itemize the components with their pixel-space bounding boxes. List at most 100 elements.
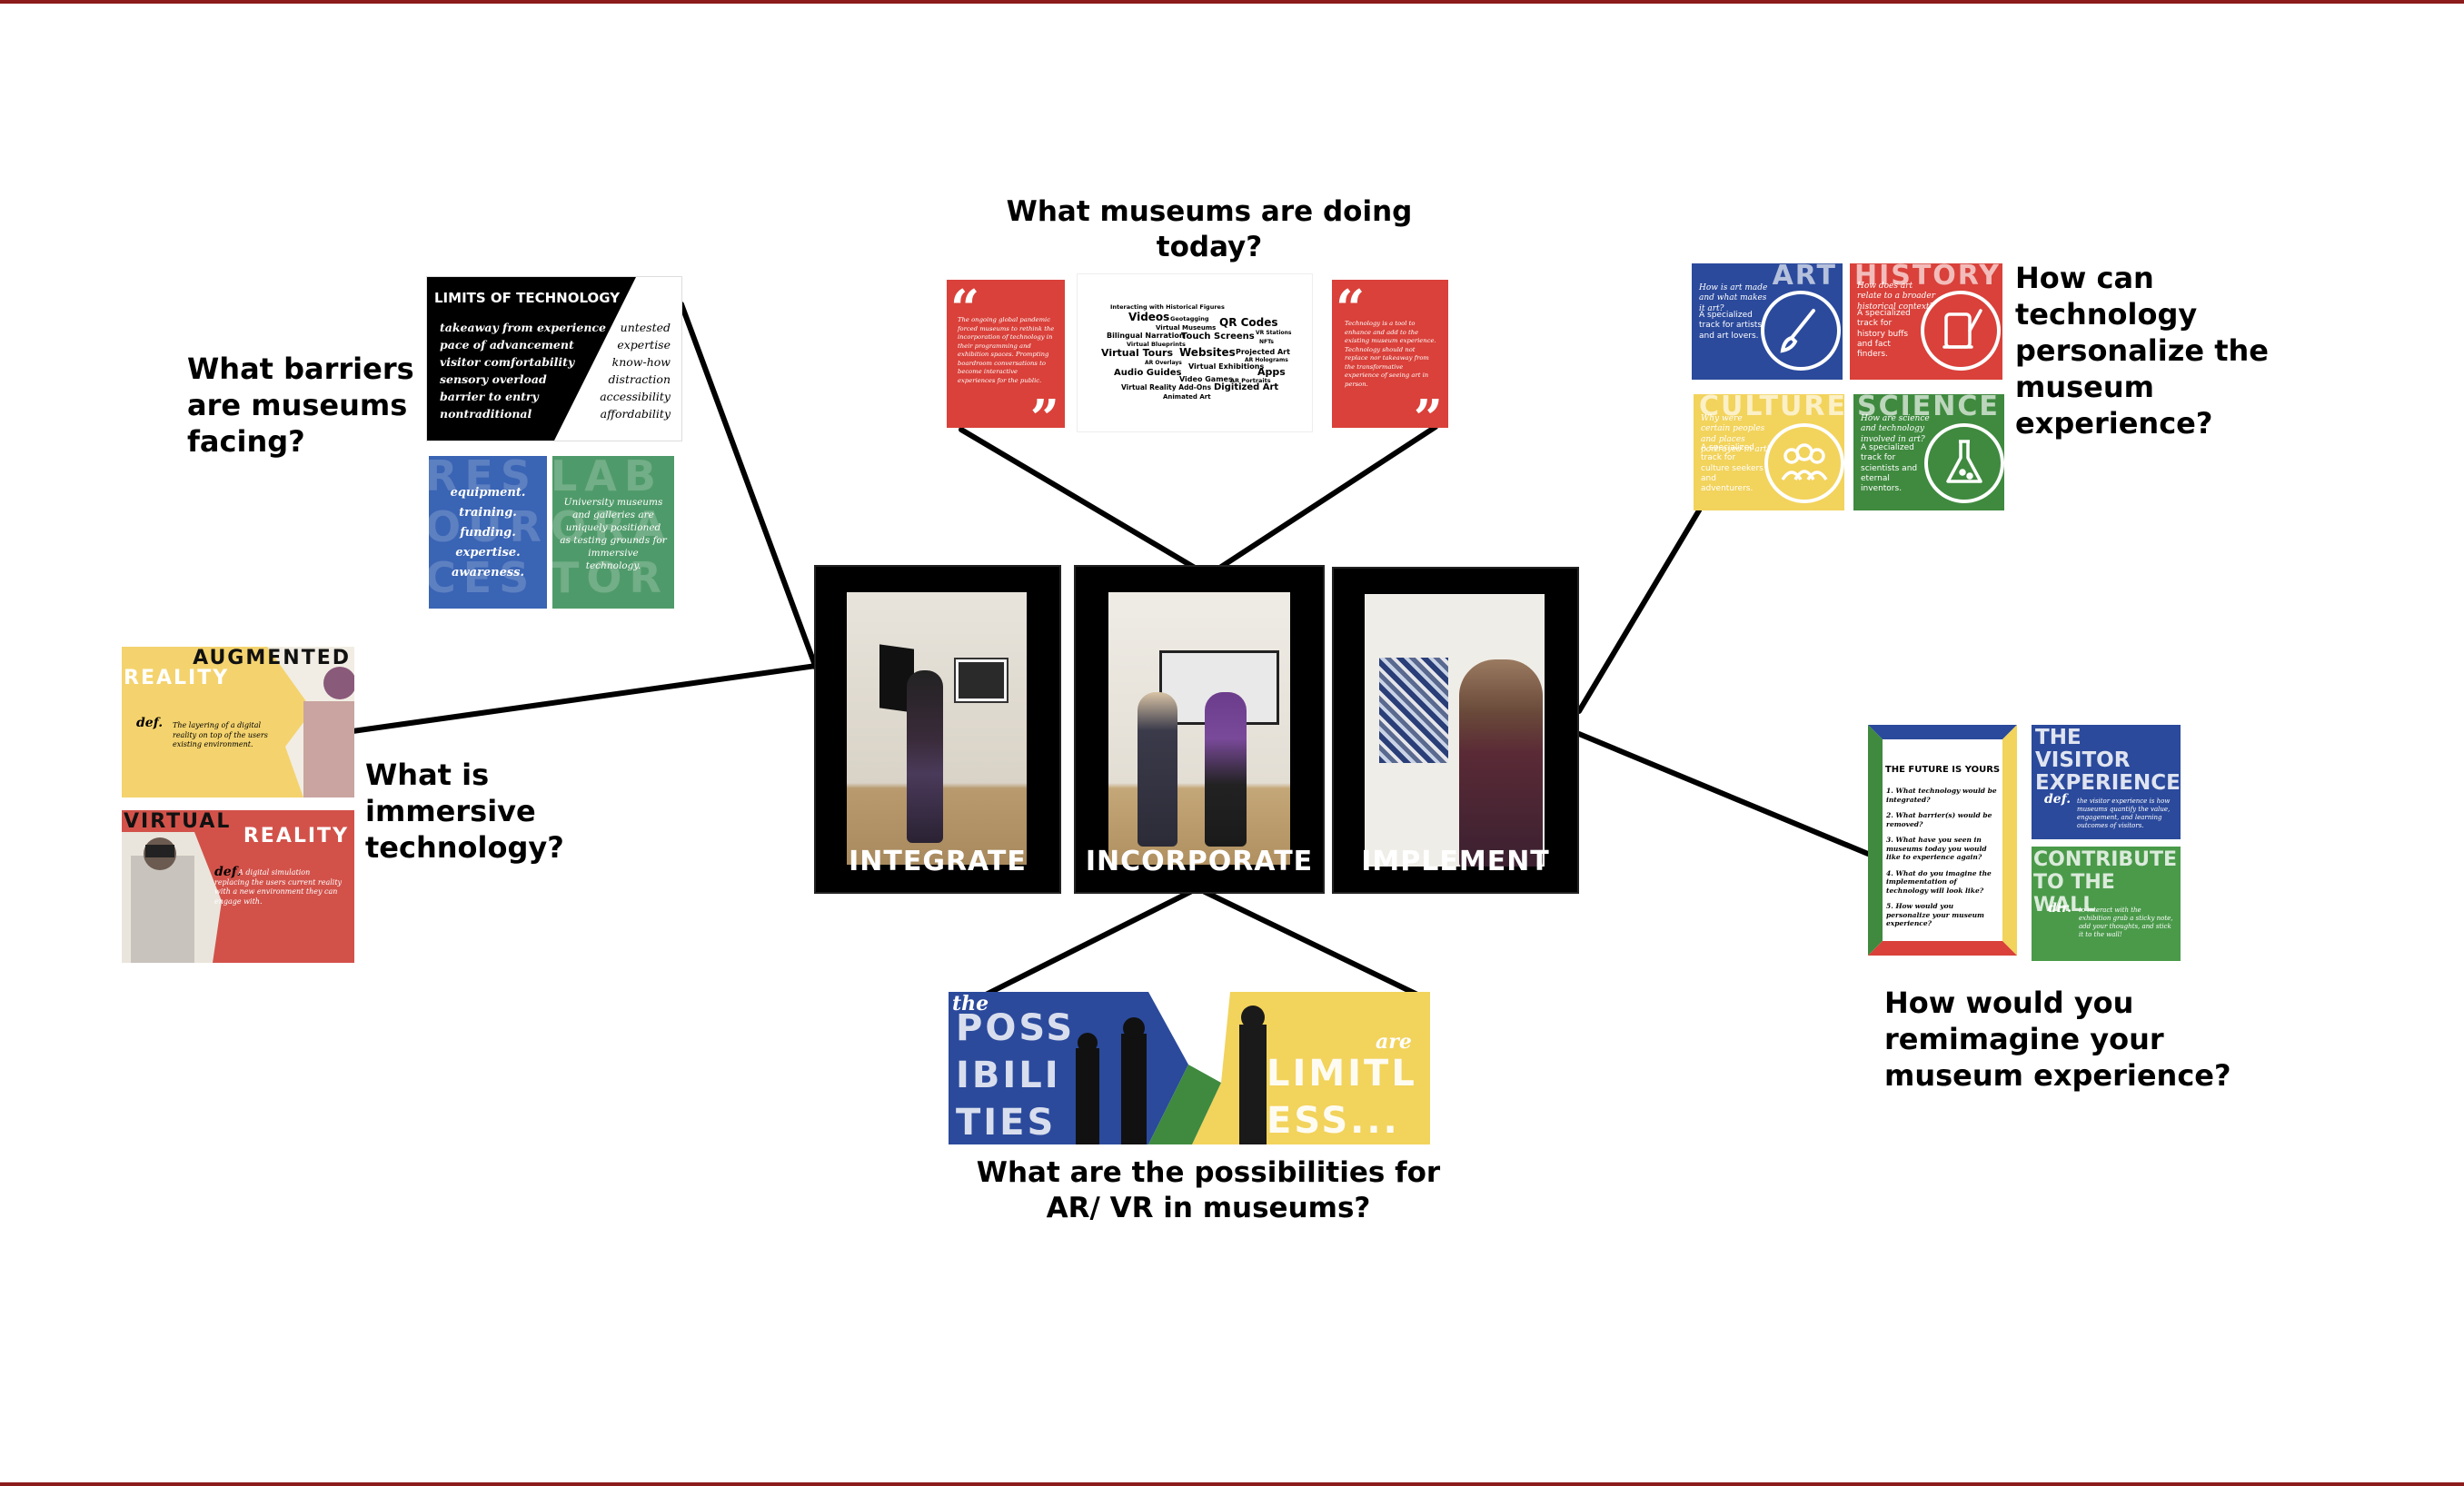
laboratory-card: LABORATORY University museums and galler… bbox=[552, 456, 674, 609]
track-title: HISTORY bbox=[1853, 263, 2001, 292]
future-is-yours-card: THE FUTURE IS YOURS 1. What technology w… bbox=[1868, 725, 2017, 956]
possibilities-word: POSSIBILITIES bbox=[956, 1007, 1076, 1144]
connector-reimagine bbox=[1576, 731, 1871, 857]
close-quote-icon: ” bbox=[1413, 389, 1443, 428]
word-cloud-term: Geotagging bbox=[1170, 315, 1209, 322]
limits-left-item: sensory overload bbox=[440, 372, 547, 386]
visitor-definition: the visitor experience is how museums qu… bbox=[2077, 797, 2171, 829]
word-cloud-term: Virtual Tours bbox=[1101, 347, 1174, 359]
possibilities-banner: the POSSIBILITIES are LIMITLESS... bbox=[949, 992, 1430, 1144]
word-cloud-term: Websites bbox=[1179, 346, 1236, 359]
artwork-abstract bbox=[1379, 658, 1448, 763]
track-art-card: ART How is art made and what makes it ar… bbox=[1692, 263, 1843, 380]
track-culture-card: CULTURE Why were certain peoples and pla… bbox=[1694, 394, 1844, 510]
word-cloud-term: QR Codes bbox=[1219, 316, 1278, 329]
connector-barriers bbox=[679, 302, 819, 670]
bottom-border bbox=[0, 1482, 2464, 1486]
artwork-framed-picture bbox=[956, 659, 1007, 701]
contribute-dir-label: dir. bbox=[2048, 901, 2072, 916]
question-barriers: What barriers are museums facing? bbox=[187, 352, 414, 459]
question-immersive: What is immersive technology? bbox=[365, 758, 564, 865]
people-group-icon bbox=[1764, 423, 1844, 503]
implement-frame: IMPLEMENT bbox=[1332, 567, 1579, 894]
flask-icon bbox=[1924, 423, 2004, 503]
implement-photo bbox=[1365, 594, 1545, 867]
question-today: What museums are doing today? bbox=[1006, 195, 1413, 263]
limits-right-item: accessibility bbox=[600, 390, 671, 403]
connector-possibilities-right bbox=[1195, 886, 1420, 997]
word-cloud-term: Interacting with Historical Figures bbox=[1110, 303, 1225, 311]
track-description: A specialized track for history buffs an… bbox=[1857, 309, 1911, 359]
track-description: A specialized track for artists and art … bbox=[1699, 311, 1763, 341]
limits-of-technology-card: LIMITS OF TECHNOLOGY takeaway from exper… bbox=[427, 277, 681, 441]
resources-list: equipment. training. funding. expertise.… bbox=[429, 483, 547, 583]
word-cloud-term: NFTs bbox=[1259, 339, 1274, 345]
integrate-label: INTEGRATE bbox=[849, 846, 1027, 877]
track-description: A specialized track for scientists and e… bbox=[1861, 443, 1918, 493]
virtual-def-label: def. bbox=[214, 865, 242, 879]
question-personalize: How can technology personalize the museu… bbox=[2015, 261, 2269, 441]
limits-right-list: untested expertise know-how distraction … bbox=[600, 319, 671, 422]
implement-label: IMPLEMENT bbox=[1361, 846, 1550, 877]
track-description: A specialized track for culture seekers … bbox=[1701, 443, 1764, 493]
contribute-card: CONTRIBUTE TO THE WALL dir. to interact … bbox=[2032, 847, 2181, 961]
limits-right-item: expertise bbox=[617, 338, 671, 352]
word-cloud-term: Virtual Blueprints bbox=[1127, 341, 1186, 348]
future-question: 5. How would you personalize your museum… bbox=[1886, 902, 1984, 927]
augmented-definition: The layering of a digital reality on top… bbox=[173, 721, 268, 748]
quote-card-left: “ The ongoing global pandemic forced mus… bbox=[947, 280, 1065, 428]
possibilities-the: the bbox=[952, 992, 989, 1015]
connector-immersive bbox=[350, 663, 819, 734]
resources-bg-text: RESOURCES bbox=[429, 456, 547, 602]
word-cloud-term: AR Holograms bbox=[1245, 357, 1288, 363]
augmented-word: AUGMENTED bbox=[193, 647, 351, 669]
quote-left-text: The ongoing global pandemic forced museu… bbox=[958, 316, 1055, 384]
visitor-experience-card: THE VISITOR EXPERIENCE def. the visitor … bbox=[2032, 725, 2181, 839]
track-title: CULTURE bbox=[1699, 394, 1844, 422]
possibilities-are: are bbox=[1376, 1030, 1412, 1054]
augmented-def-label: def. bbox=[136, 716, 164, 730]
track-history-card: HISTORY How does art relate to a broader… bbox=[1850, 263, 2002, 380]
technology-word-cloud: Interacting with Historical Figures Vide… bbox=[1078, 274, 1312, 431]
scroll-quill-icon bbox=[1921, 291, 2001, 371]
paintbrush-icon bbox=[1761, 291, 1841, 371]
question-reimagine: How would you remimagine your museum exp… bbox=[1884, 986, 2231, 1093]
connector-today-left bbox=[959, 427, 1202, 573]
word-cloud-term: Virtual Reality Add-Ons bbox=[1121, 383, 1212, 391]
connector-possibilities-left bbox=[983, 886, 1200, 997]
limits-right-item: untested bbox=[620, 321, 671, 334]
future-question: 3. What have you seen in museums today y… bbox=[1886, 836, 1987, 861]
limitless-word: LIMITLESS... bbox=[1267, 1053, 1417, 1142]
limits-left-item: takeaway from experience bbox=[440, 321, 606, 334]
word-cloud-term: Audio Guides bbox=[1114, 368, 1182, 378]
limits-black-panel bbox=[427, 277, 636, 441]
contribute-title: CONTRIBUTE TO THE WALL bbox=[2033, 848, 2178, 916]
connector-personalize bbox=[1576, 508, 1702, 714]
limits-right-item: distraction bbox=[608, 372, 671, 386]
word-cloud-term: Animated Art bbox=[1163, 393, 1211, 401]
word-cloud-term: Video Games bbox=[1179, 375, 1233, 383]
future-title: THE FUTURE IS YOURS bbox=[1884, 765, 2001, 775]
limits-right-item: know-how bbox=[611, 355, 671, 369]
word-cloud-term: Projected Art bbox=[1236, 348, 1290, 356]
limits-title: LIMITS OF TECHNOLOGY bbox=[434, 290, 621, 306]
track-question: Why were certain peoples and places port… bbox=[1701, 414, 1772, 454]
word-cloud-term: Apps bbox=[1257, 366, 1286, 378]
limits-left-item: nontraditional bbox=[440, 407, 532, 421]
word-cloud-term: Videos bbox=[1128, 311, 1170, 323]
top-border bbox=[0, 0, 2464, 4]
track-title: SCIENCE bbox=[1857, 394, 2000, 422]
reality-word: REALITY bbox=[124, 667, 230, 689]
limits-left-item: pace of advancement bbox=[440, 338, 574, 352]
limits-left-list: takeaway from experience pace of advance… bbox=[440, 319, 606, 422]
track-question: How is art made and what makes it art? bbox=[1699, 283, 1768, 313]
augmented-photo-wedge bbox=[267, 647, 354, 797]
incorporate-label: INCORPORATE bbox=[1085, 846, 1314, 877]
visitor-figure bbox=[1459, 659, 1543, 867]
integrate-frame: INTEGRATE bbox=[814, 565, 1061, 894]
contribute-directions: to interact with the exhibition grab a s… bbox=[2079, 906, 2173, 938]
virtual-photo-wedge bbox=[122, 832, 222, 963]
track-science-card: SCIENCE How are science and technology i… bbox=[1853, 394, 2004, 510]
close-quote-icon: ” bbox=[1029, 389, 1059, 428]
word-cloud-term: Virtual Museums bbox=[1156, 324, 1217, 332]
